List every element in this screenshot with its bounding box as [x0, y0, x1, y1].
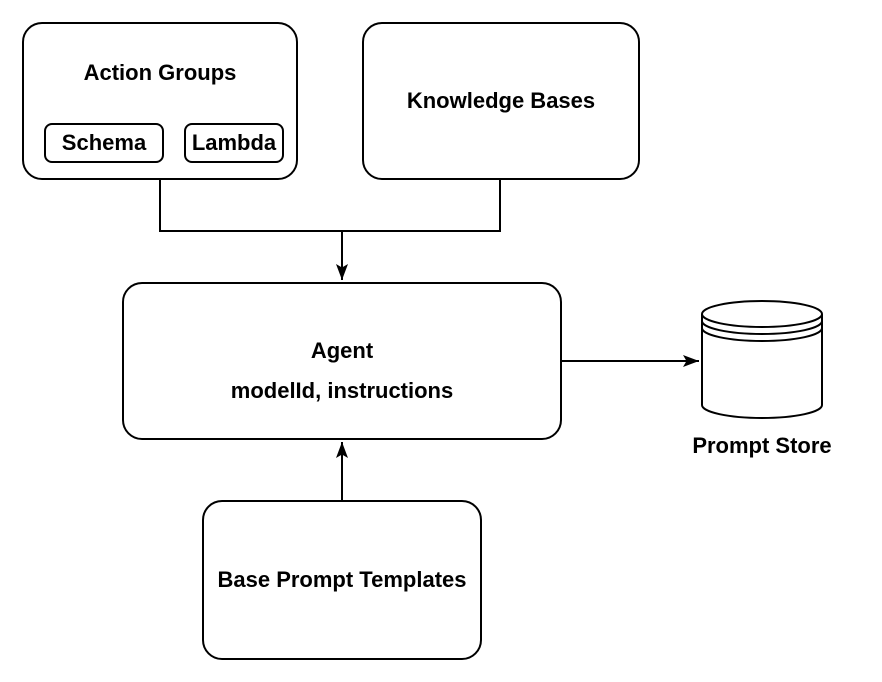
node-lambda: Lambda [184, 123, 284, 163]
base-prompt-templates-label: Base Prompt Templates [217, 567, 467, 592]
action-groups-label: Action Groups [83, 60, 237, 85]
schema-label: Schema [61, 130, 147, 155]
node-base-prompt-templates: Base Prompt Templates [202, 500, 482, 660]
node-schema: Schema [44, 123, 164, 163]
knowledge-bases-label: Knowledge Bases [406, 88, 596, 113]
agent-subtitle: modelId, instructions [230, 378, 454, 403]
node-knowledge-bases: Knowledge Bases [362, 22, 640, 180]
agent-title: Agent [310, 338, 374, 363]
prompt-store-label: Prompt Store [692, 433, 832, 458]
lambda-label: Lambda [191, 130, 277, 155]
node-agent: Agent modelId, instructions [122, 282, 562, 440]
node-action-groups: Action Groups Schema Lambda [22, 22, 298, 180]
edge-sources-junction [159, 180, 501, 232]
prompt-store-cylinder-icon [701, 300, 823, 419]
